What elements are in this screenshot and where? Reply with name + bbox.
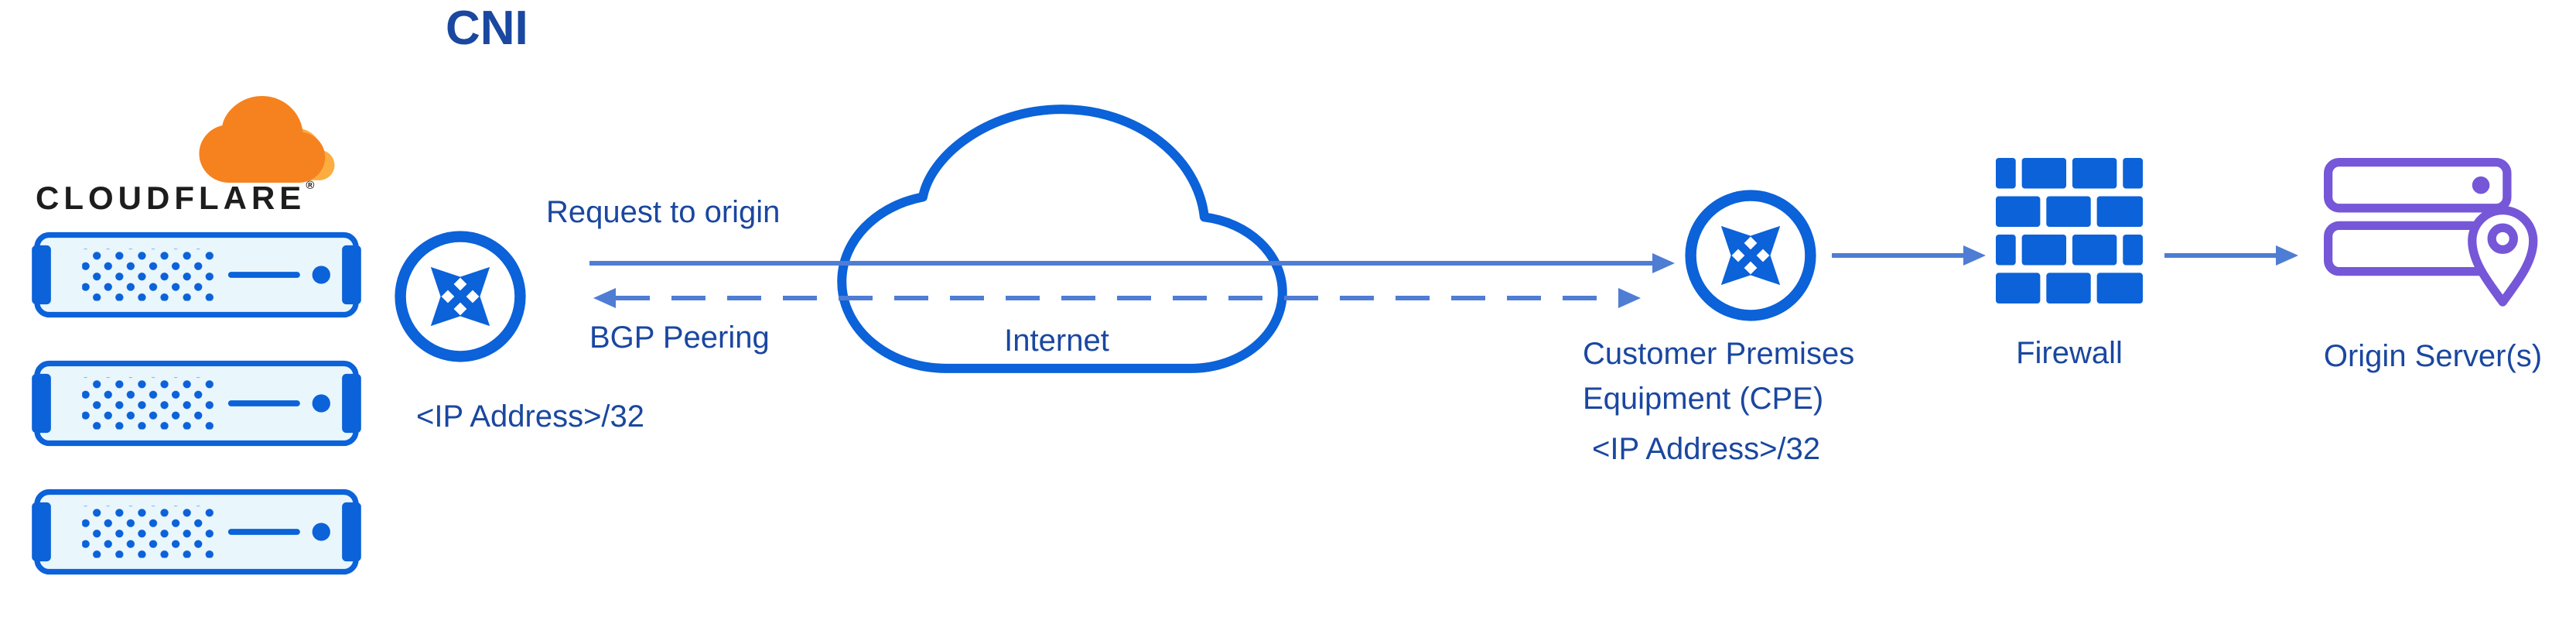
cloudflare-wordmark: CLOUDFLARE® xyxy=(36,180,314,217)
cpe-router-icon xyxy=(1685,190,1816,321)
cpe-ip-label: <IP Address>/32 xyxy=(1592,432,1821,466)
server-rack-icon xyxy=(32,231,361,318)
bgp-peering-arrow xyxy=(593,288,1641,308)
server-rack-icon xyxy=(32,489,361,575)
cloudflare-logo-icon xyxy=(199,96,335,183)
internet-cloud-icon xyxy=(831,102,1293,378)
cni-router-icon xyxy=(395,231,526,362)
cloudflare-wordmark-text: CLOUDFLARE xyxy=(36,180,306,216)
firewall-to-origin-arrow xyxy=(2164,245,2298,266)
origin-server-icon xyxy=(2324,157,2538,307)
request-to-origin-arrow xyxy=(589,253,1675,273)
cni-router-ip-label: <IP Address>/32 xyxy=(416,399,645,434)
firewall-label: Firewall xyxy=(2016,336,2123,370)
firewall-icon xyxy=(1995,157,2144,304)
server-rack-icon xyxy=(32,360,361,447)
registered-mark: ® xyxy=(306,179,315,192)
cpe-label: Customer Premises Equipment (CPE) xyxy=(1583,337,1855,416)
internet-label: Internet xyxy=(1004,324,1109,358)
location-pin-icon xyxy=(2468,205,2538,307)
cpe-to-firewall-arrow xyxy=(1832,245,1986,266)
request-to-origin-label: Request to origin xyxy=(546,195,781,229)
origin-label: Origin Server(s) xyxy=(2323,339,2543,373)
page-title: CNI xyxy=(446,2,528,55)
bgp-peering-label: BGP Peering xyxy=(589,321,770,355)
